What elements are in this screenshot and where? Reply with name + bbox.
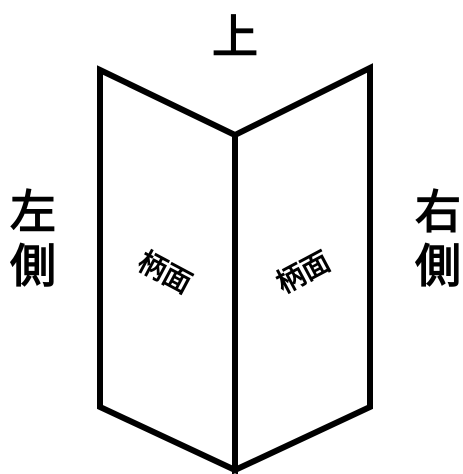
top-label: 上 <box>212 10 258 64</box>
right-side-label-char-1: 右 <box>415 185 461 239</box>
folded-card <box>97 63 373 474</box>
left-side-label-char-1: 左 <box>10 185 56 239</box>
right-side-label-char-2: 側 <box>414 239 461 293</box>
left-side-label-char-2: 側 <box>9 239 56 293</box>
right-panel <box>232 63 373 474</box>
